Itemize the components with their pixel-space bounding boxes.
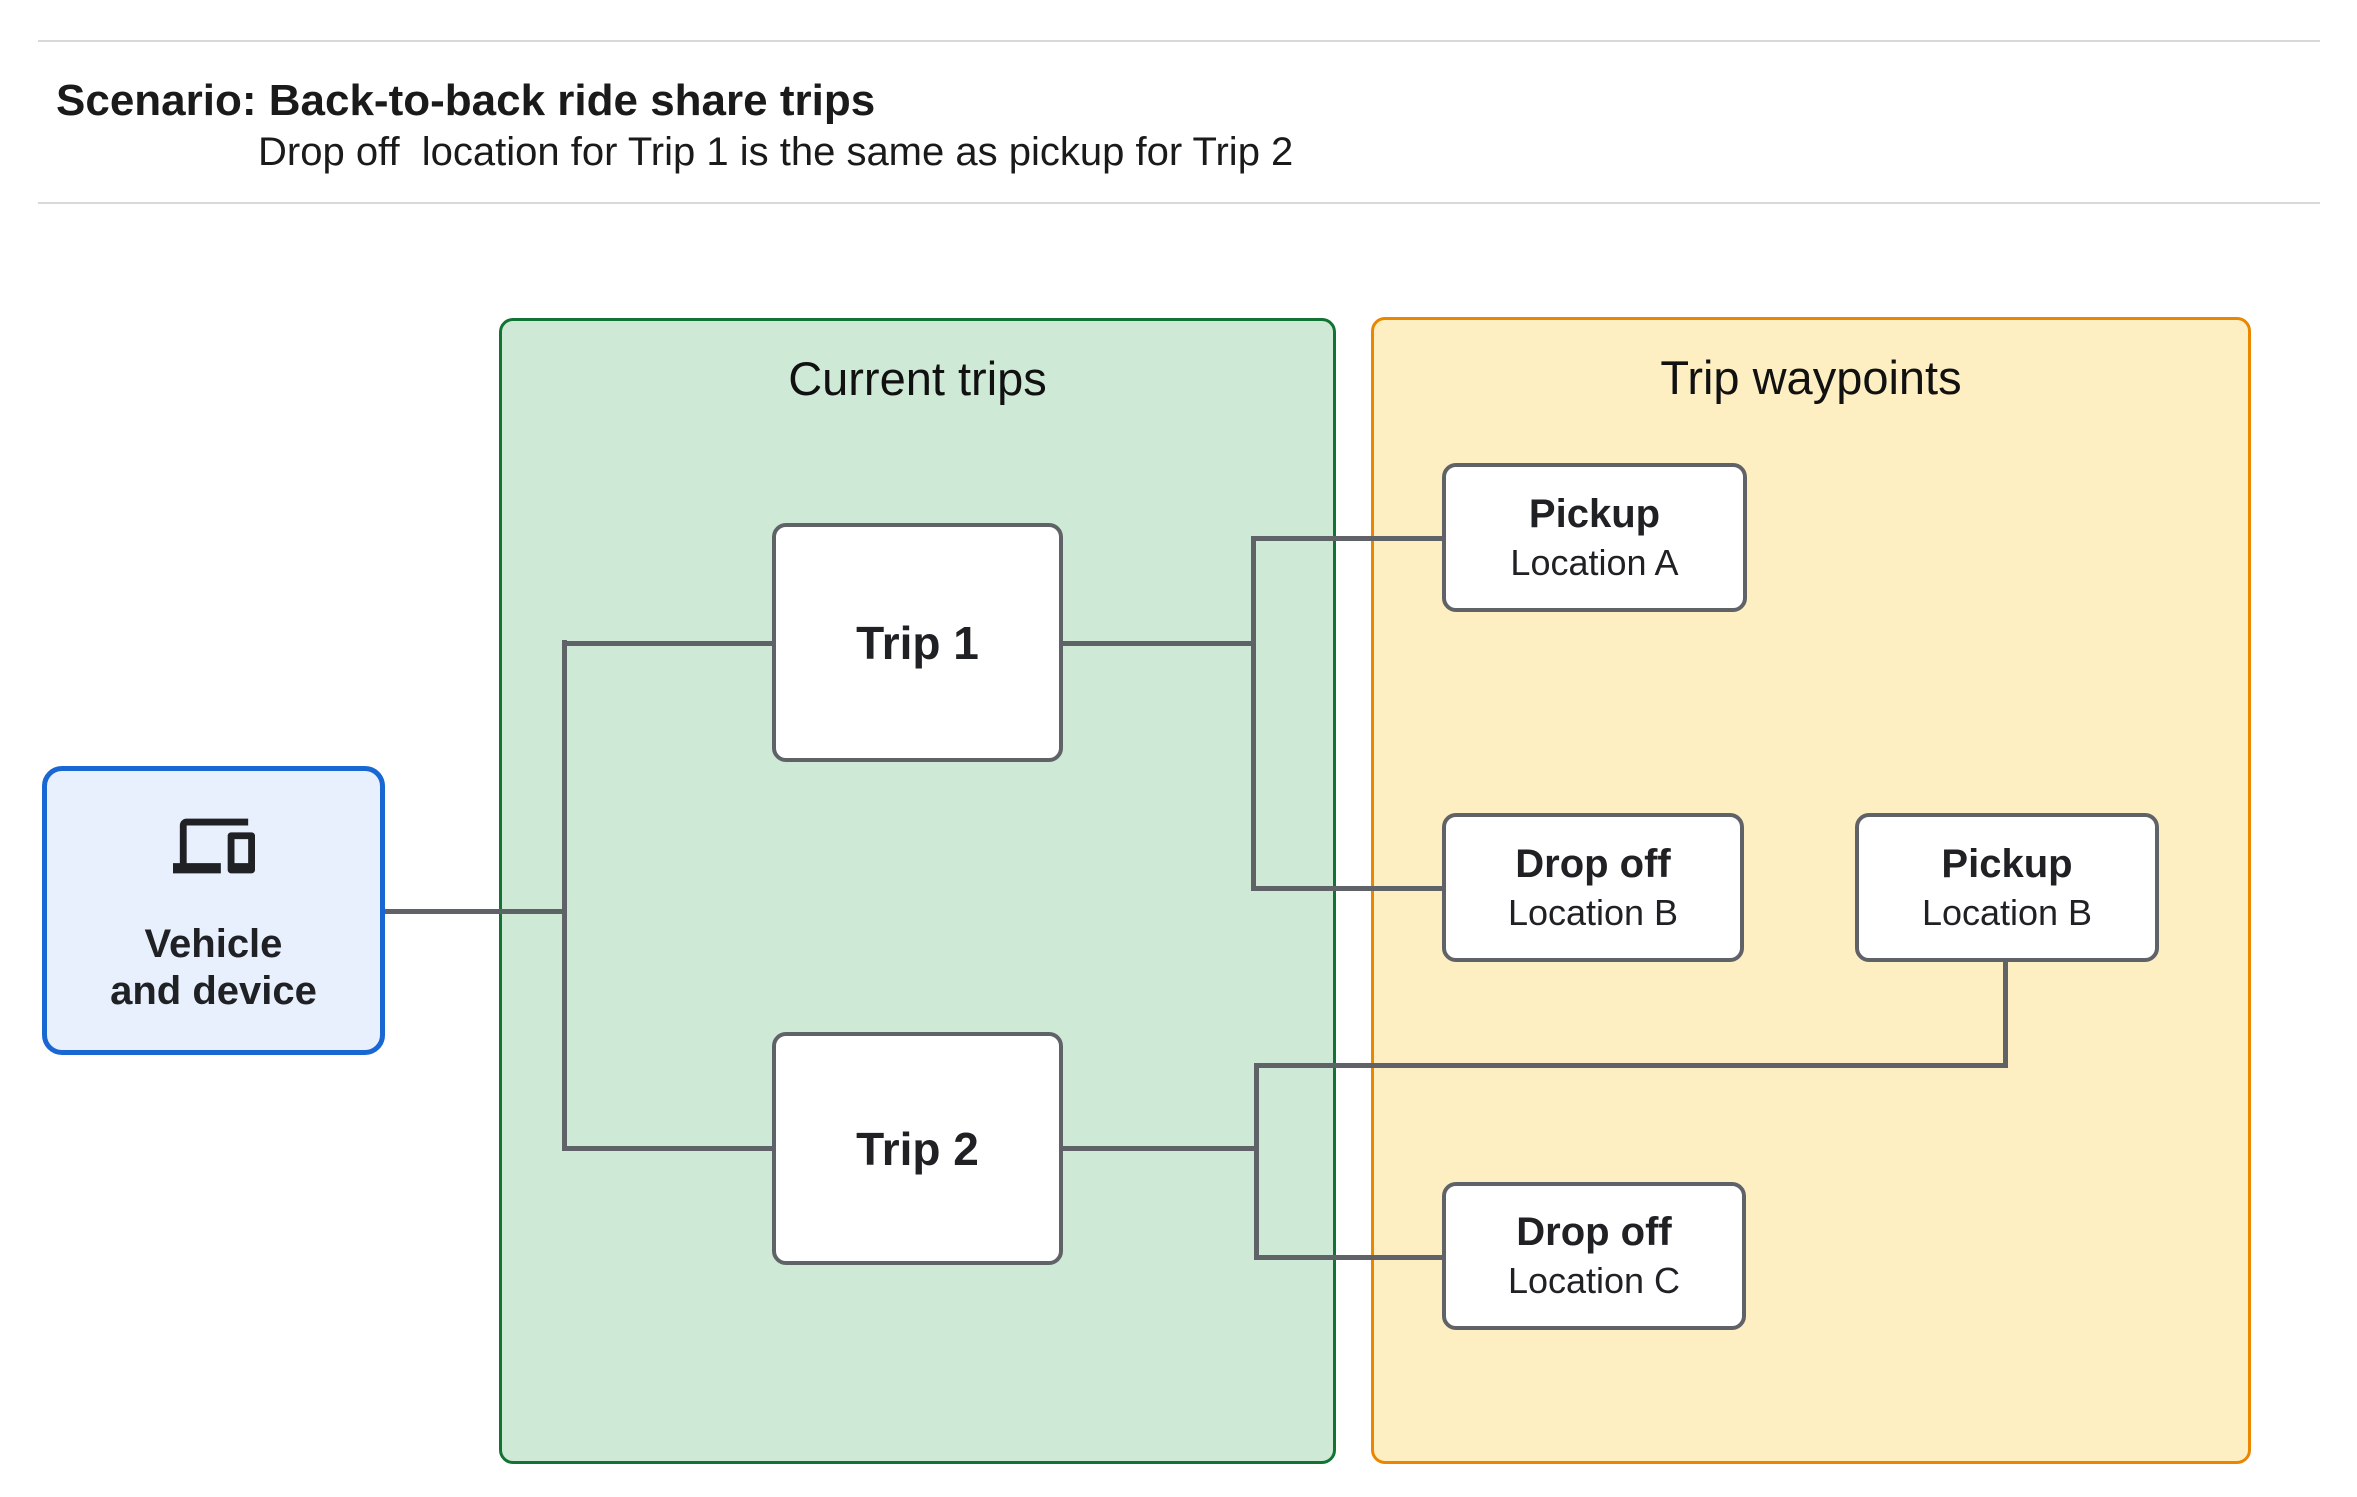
waypoint-title: Drop off (1516, 1210, 1672, 1255)
trip-2-label: Trip 2 (856, 1122, 979, 1175)
trip-waypoints-panel-title: Trip waypoints (1660, 351, 1962, 404)
devices-icon (172, 818, 255, 874)
page-title: Scenario: Back-to-back ride share trips (56, 76, 876, 125)
connector-split-to-trip1 (562, 641, 772, 646)
connector-trip1-out (1063, 641, 1255, 646)
vehicle-node-label: Vehicle and device (110, 921, 317, 1015)
current-trips-panel-title: Current trips (788, 352, 1047, 405)
waypoint-pickup-location-a: Pickup Location A (1442, 463, 1747, 612)
waypoint-subtitle: Location B (1507, 891, 1679, 933)
trip-1-node: Trip 1 (772, 523, 1063, 762)
current-trips-panel: Current trips (499, 318, 1336, 1464)
connector-to-pickup-a (1251, 536, 1442, 541)
waypoint-dropoff-location-b: Drop off Location B (1442, 813, 1744, 962)
connector-pickup-b-drop (2003, 962, 2008, 1068)
connector-to-dropoff-b (1251, 886, 1442, 891)
waypoint-title: Drop off (1515, 841, 1671, 886)
connector-trip2-junction-vertical (1254, 1063, 1259, 1260)
top-divider (38, 40, 2320, 42)
connector-split-to-trip2 (562, 1146, 772, 1151)
vehicle-and-device-node: Vehicle and device (42, 766, 385, 1055)
trip-1-label: Trip 1 (856, 616, 979, 669)
page-subtitle: Drop off location for Trip 1 is the same… (258, 130, 1294, 174)
waypoint-subtitle: Location C (1507, 1260, 1681, 1302)
waypoint-subtitle: Location A (1510, 541, 1679, 583)
waypoint-dropoff-location-c: Drop off Location C (1442, 1182, 1746, 1330)
vehicle-label-line1: Vehicle (144, 922, 283, 966)
header-divider (38, 202, 2320, 204)
waypoint-subtitle: Location B (1921, 891, 2093, 933)
connector-split-vertical (562, 640, 567, 1151)
trip-2-node: Trip 2 (772, 1032, 1063, 1265)
connector-trip2-out (1063, 1146, 1258, 1151)
waypoint-pickup-location-b: Pickup Location B (1855, 813, 2159, 962)
connector-pickup-b-horizontal (1254, 1063, 2007, 1068)
waypoint-title: Pickup (1941, 841, 2073, 886)
vehicle-label-line2: and device (110, 969, 317, 1014)
waypoint-title: Pickup (1528, 491, 1661, 536)
connector-trip1-junction-vertical (1251, 536, 1256, 891)
connector-vehicle-to-split (385, 909, 566, 914)
connector-to-dropoff-c (1254, 1255, 1442, 1260)
